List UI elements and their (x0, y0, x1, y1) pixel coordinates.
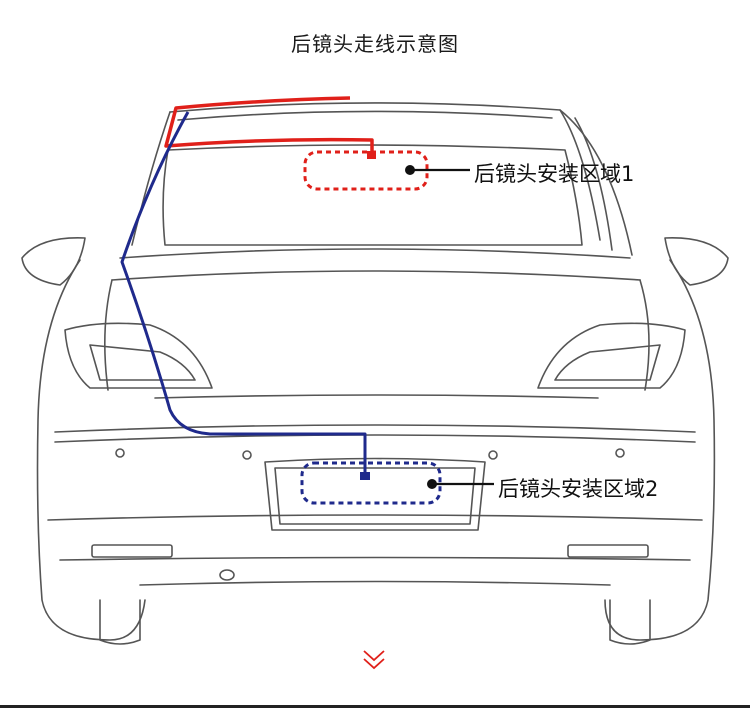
diagram-title: 后镜头走线示意图 (291, 32, 459, 56)
red-wire-end-marker (367, 151, 376, 159)
double-chevron-down-icon[interactable] (360, 647, 388, 673)
car-body-outline (21, 102, 729, 645)
red-wire-route (164, 96, 374, 154)
blue-wire-route (120, 111, 367, 476)
bottom-divider (0, 705, 750, 708)
install-area-2-label: 后镜头安装区域2 (498, 477, 659, 501)
blue-wire-end-marker (360, 472, 370, 480)
install-area-1-zone (303, 150, 429, 191)
install-area-1-label: 后镜头安装区域1 (474, 162, 635, 186)
install-area-2-zone (300, 461, 442, 505)
